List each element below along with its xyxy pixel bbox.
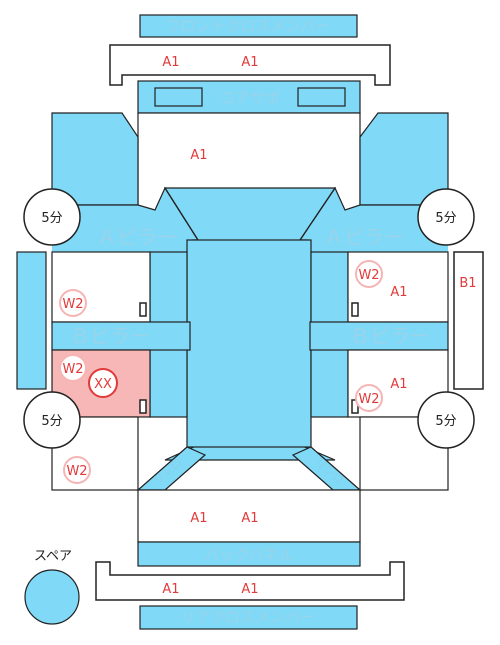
w2-right-rear-text: W2 bbox=[358, 392, 379, 407]
w2-mark-right-front bbox=[355, 260, 383, 288]
tire-front-right-text: 5分 bbox=[435, 211, 456, 226]
a-pillar-right-label: Ａピラー bbox=[324, 225, 404, 249]
w2-left-rear-text: W2 bbox=[62, 362, 83, 377]
right-side-panel-code: B1 bbox=[459, 276, 476, 291]
w2-left-quarter-text: W2 bbox=[66, 464, 87, 479]
tire-rear-right bbox=[417, 391, 475, 449]
front-bumper-bracket bbox=[109, 44, 391, 86]
a-pillar-left-label: Ａピラー bbox=[97, 225, 177, 249]
rear-bumper-bracket bbox=[95, 561, 405, 601]
w2-mark-left-front bbox=[59, 289, 87, 317]
front-member-left-code: A1 bbox=[162, 55, 179, 70]
damage-mark-text: XX bbox=[94, 377, 112, 392]
right-rear-door-code: A1 bbox=[390, 377, 407, 392]
spare-label: スペア bbox=[34, 549, 72, 564]
front-area-code: A1 bbox=[190, 148, 207, 163]
left-rear-door-handle bbox=[139, 399, 147, 414]
left-side-panel bbox=[16, 251, 47, 390]
tire-rear-left-text: 5分 bbox=[41, 414, 62, 429]
b-pillar-right-label: Ｂピラー bbox=[350, 324, 430, 348]
w2-left-front-text: W2 bbox=[62, 297, 83, 312]
headlight-left bbox=[154, 87, 203, 107]
rear-member-left-code: A1 bbox=[162, 582, 179, 597]
headlight-right bbox=[297, 87, 346, 107]
right-front-door-code: A1 bbox=[390, 285, 407, 300]
roof-inner bbox=[186, 239, 312, 448]
tire-rear-right-text: 5分 bbox=[435, 414, 456, 429]
tire-rear-left bbox=[23, 391, 81, 449]
front-cross-member-panel bbox=[139, 14, 358, 38]
w2-mark-left-quarter bbox=[63, 456, 91, 484]
right-front-door-handle bbox=[351, 302, 359, 317]
tire-front-right bbox=[417, 188, 475, 246]
core-support-label: コアサポ bbox=[220, 89, 280, 107]
tire-front-left bbox=[23, 188, 81, 246]
rear-member-right-code: A1 bbox=[241, 582, 258, 597]
w2-mark-right-rear bbox=[355, 384, 383, 412]
left-front-door-handle bbox=[139, 302, 147, 317]
front-fender-left bbox=[51, 112, 139, 206]
b-pillar-right-panel bbox=[309, 321, 449, 351]
rear-cross-member-label: リアクロスメンバー bbox=[181, 608, 315, 626]
b-pillar-left-label: Ｂピラー bbox=[70, 324, 150, 348]
damage-mark-circle bbox=[88, 368, 118, 398]
front-cross-member-label: フロントクロスメンバー bbox=[165, 17, 330, 35]
rear-cross-member-panel bbox=[139, 605, 358, 630]
b-pillar-left-panel bbox=[51, 321, 191, 351]
tire-front-left-text: 5分 bbox=[41, 211, 62, 226]
rear-area-right-code: A1 bbox=[241, 511, 258, 526]
right-side-panel bbox=[453, 251, 484, 390]
rear-area-left-code: A1 bbox=[190, 511, 207, 526]
back-panel-label: バックパネル bbox=[204, 546, 293, 564]
front-member-right-code: A1 bbox=[241, 55, 258, 70]
w2-right-front-text: W2 bbox=[358, 268, 379, 283]
spare-tire bbox=[24, 569, 80, 625]
w2-mark-left-rear bbox=[59, 354, 87, 382]
back-panel bbox=[137, 541, 361, 567]
